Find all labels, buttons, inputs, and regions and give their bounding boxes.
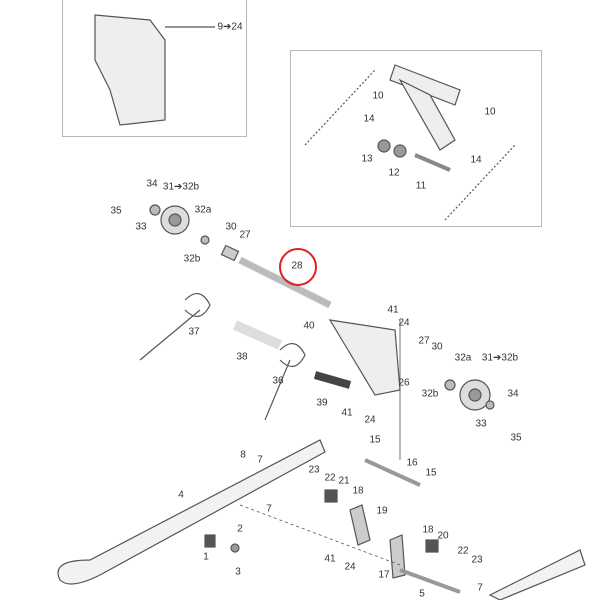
- spring-36: [264, 343, 306, 421]
- callout-24: 24: [364, 414, 376, 426]
- callout-30: 30: [225, 221, 237, 233]
- callout-10: 10: [484, 106, 496, 118]
- callout-32a: 32a: [454, 352, 472, 364]
- shaft-5: [399, 568, 461, 594]
- callout-1: 1: [203, 551, 209, 563]
- callout-7: 7: [477, 582, 483, 594]
- spring-37: [139, 293, 211, 361]
- callout-41: 41: [341, 407, 353, 419]
- callout-22: 22: [457, 545, 469, 557]
- callout-27: 27: [418, 335, 430, 347]
- axle-28: [238, 256, 332, 309]
- roller-39: [313, 371, 352, 389]
- callout-35: 35: [510, 432, 522, 444]
- inset-top-label: 9➔24: [217, 21, 243, 33]
- callout-28: 28: [291, 260, 303, 272]
- callout-34: 34: [507, 388, 519, 400]
- callout-23: 23: [471, 554, 483, 566]
- inset-frame-top: [62, 0, 247, 137]
- callout-8: 8: [240, 449, 246, 461]
- shaft-16: [364, 458, 421, 487]
- callout-14: 14: [363, 113, 375, 125]
- callout-7: 7: [266, 503, 272, 515]
- callout-35: 35: [110, 205, 122, 217]
- callout-36: 36: [272, 375, 284, 387]
- spring-coil: [377, 139, 391, 153]
- callout-3132b: 31➔32b: [162, 181, 200, 193]
- callout-32b: 32b: [183, 253, 201, 265]
- inset-frame-right: [290, 50, 542, 227]
- callout-4: 4: [178, 489, 184, 501]
- callout-24: 24: [344, 561, 356, 573]
- callout-22: 22: [324, 472, 336, 484]
- callout-40: 40: [303, 320, 315, 332]
- callout-2: 2: [237, 523, 243, 535]
- callout-23: 23: [308, 464, 320, 476]
- callout-5: 5: [419, 588, 425, 600]
- callout-39: 39: [316, 397, 328, 409]
- center-arm: [328, 319, 401, 396]
- callout-13: 13: [361, 153, 373, 165]
- callout-20: 20: [437, 530, 449, 542]
- callout-32a: 32a: [194, 204, 212, 216]
- slide-rail-right: [488, 549, 586, 600]
- highlight-circle: [279, 248, 317, 286]
- callout-26: 26: [398, 377, 410, 389]
- callout-7: 7: [257, 454, 263, 466]
- callout-16: 16: [406, 457, 418, 469]
- callout-27: 27: [239, 229, 251, 241]
- callout-19: 19: [376, 505, 388, 517]
- bracket-part: [94, 14, 166, 126]
- callout-3132b: 31➔32b: [481, 352, 519, 364]
- callout-18: 18: [422, 524, 434, 536]
- callout-38: 38: [236, 351, 248, 363]
- callout-15: 15: [425, 467, 437, 479]
- shaft-part: [414, 153, 451, 172]
- callout-30: 30: [431, 341, 443, 353]
- callout-21: 21: [338, 475, 350, 487]
- link-plate: [349, 504, 371, 546]
- callout-11: 11: [415, 180, 427, 192]
- callout-12: 12: [388, 167, 400, 179]
- spring-rod: [444, 144, 516, 221]
- callout-33: 33: [475, 418, 487, 430]
- tube-38: [232, 320, 283, 350]
- callout-10: 10: [372, 90, 384, 102]
- arm-part: [389, 64, 461, 106]
- spring-rod: [304, 69, 376, 146]
- callout-34: 34: [146, 178, 158, 190]
- callout-15: 15: [369, 434, 381, 446]
- callout-41: 41: [324, 553, 336, 565]
- callout-37: 37: [188, 326, 200, 338]
- callout-3: 3: [235, 566, 241, 578]
- callout-18: 18: [352, 485, 364, 497]
- callout-41: 41: [387, 304, 399, 316]
- callout-24: 24: [398, 317, 410, 329]
- callout-14: 14: [470, 154, 482, 166]
- callout-17: 17: [378, 569, 390, 581]
- callout-32b: 32b: [421, 388, 439, 400]
- callout-33: 33: [135, 221, 147, 233]
- slide-rail: [57, 439, 326, 585]
